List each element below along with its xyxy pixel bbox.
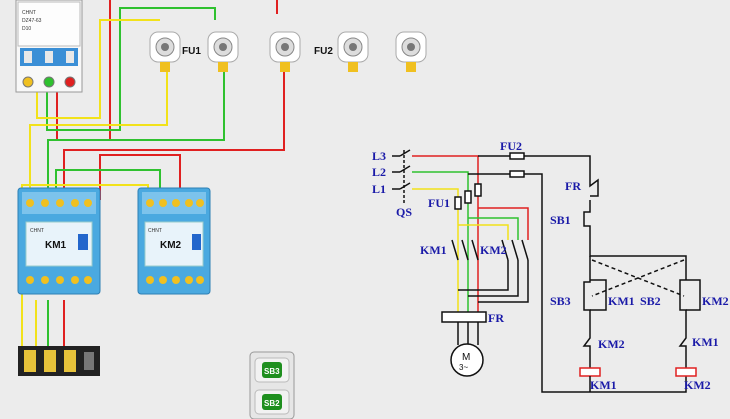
- wire-yellow-1: [29, 70, 168, 200]
- sb3-contact: [583, 256, 591, 330]
- label-l2: L2: [372, 165, 386, 179]
- fuse-label-fu2: FU2: [314, 46, 333, 57]
- wire-yellow-2: [36, 19, 160, 119]
- km2-label: KM2: [160, 240, 182, 251]
- sch-fu2-wire-b: [524, 173, 687, 393]
- fr-heater: [441, 311, 487, 323]
- fu1-symbol-c: [474, 183, 482, 197]
- label-fu2: FU2: [500, 139, 522, 153]
- fuse-label-fu1: FU1: [182, 46, 201, 57]
- wire-red-5: [99, 154, 181, 200]
- contactor-km2[interactable]: CHNT KM2: [137, 187, 211, 295]
- breaker-model: DZ47-63: [22, 18, 42, 24]
- breaker-rating: D10: [22, 26, 31, 32]
- sb2-label: SB2: [264, 399, 280, 408]
- km1-brand: CHNT: [30, 228, 44, 234]
- km1-main-contact-3: [471, 239, 479, 261]
- fuse-fu2-c[interactable]: [395, 31, 427, 72]
- km2-main-contact-3: [521, 239, 529, 261]
- fu2-symbol-a: [509, 152, 525, 160]
- fu1-symbol-a: [454, 196, 462, 210]
- km2-main-contact-1: [501, 239, 509, 261]
- label-fr-contact: FR: [565, 179, 581, 193]
- sb2-contact: [679, 279, 687, 330]
- wire-red-2: [63, 70, 285, 200]
- label-sb2: SB2: [640, 294, 661, 308]
- motor-symbol: [450, 343, 484, 377]
- circuit-breaker[interactable]: CHNT DZ47-63 D10: [15, 0, 83, 93]
- sb2-button[interactable]: SB2: [262, 394, 282, 410]
- label-sb1: SB1: [550, 213, 571, 227]
- km2-hold-contact: [686, 279, 701, 311]
- fuse-fu1-a[interactable]: [149, 31, 181, 72]
- label-motor-3ph: 3~: [459, 363, 468, 372]
- wire-green-1: [47, 70, 225, 200]
- sch-green-main: [412, 171, 469, 314]
- schematic: [392, 149, 701, 393]
- fu2-symbol-b: [509, 170, 525, 178]
- fuse-fu2-b[interactable]: [337, 31, 369, 72]
- label-km2-hold: KM2: [702, 294, 729, 308]
- km2-main-contact-2: [511, 239, 519, 261]
- fuse-fu1-b[interactable]: [207, 31, 239, 72]
- km2-coil: [675, 367, 697, 377]
- label-qs: QS: [396, 205, 412, 219]
- sch-fu2-wire-a: [524, 155, 591, 176]
- fr-contact: [589, 176, 599, 197]
- sch-ctrl-split: [589, 240, 687, 280]
- label-l1: L1: [372, 182, 386, 196]
- wire-green-2: [46, 7, 216, 131]
- label-fr-heater: FR: [488, 311, 504, 325]
- label-km1-hold: KM1: [608, 294, 635, 308]
- thermal-relay[interactable]: [18, 346, 100, 376]
- sb1-contact: [583, 200, 591, 240]
- label-fu1: FU1: [428, 196, 450, 210]
- sch-rev-green: [468, 217, 519, 240]
- qs-switch-1: [399, 149, 411, 157]
- km1-interlock-contact: [678, 330, 687, 368]
- km1-main-contact-2: [461, 239, 469, 261]
- sch-rev-yellow: [458, 224, 509, 240]
- sb3-button[interactable]: SB3: [262, 362, 282, 378]
- fuse-fu2-a[interactable]: [269, 31, 301, 72]
- km1-coil: [579, 367, 601, 377]
- label-sb3: SB3: [550, 294, 571, 308]
- km2-brand: CHNT: [148, 228, 162, 234]
- contactor-km1[interactable]: CHNT KM1: [17, 187, 101, 295]
- fu1-symbol-b: [464, 190, 472, 204]
- km1-hold-contact: [590, 279, 607, 311]
- label-km2-coil: KM2: [684, 378, 711, 392]
- sb3-label: SB3: [264, 367, 280, 376]
- label-km1-main: KM1: [420, 243, 447, 257]
- sch-km2-return: [458, 260, 509, 291]
- sch-km2-return-2: [468, 260, 519, 297]
- sch-interlock-cross-b: [591, 259, 685, 297]
- label-km1-interlock: KM1: [692, 335, 719, 349]
- sch-yellow-main: [412, 188, 459, 314]
- km1-main-contact-1: [451, 239, 459, 261]
- sch-rev-red: [478, 207, 529, 240]
- label-km1-coil: KM1: [590, 378, 617, 392]
- km1-label: KM1: [45, 240, 67, 251]
- breaker-brand: CHNT: [22, 10, 36, 16]
- label-l3: L3: [372, 149, 386, 163]
- label-km2-interlock: KM2: [598, 337, 625, 351]
- km2-interlock-contact: [582, 330, 591, 368]
- qs-switch-3: [399, 182, 411, 190]
- label-km2-main: KM2: [480, 243, 507, 257]
- qs-switch-2: [399, 165, 411, 173]
- sch-km2-return-3: [478, 260, 529, 303]
- label-motor-m: M: [462, 352, 470, 363]
